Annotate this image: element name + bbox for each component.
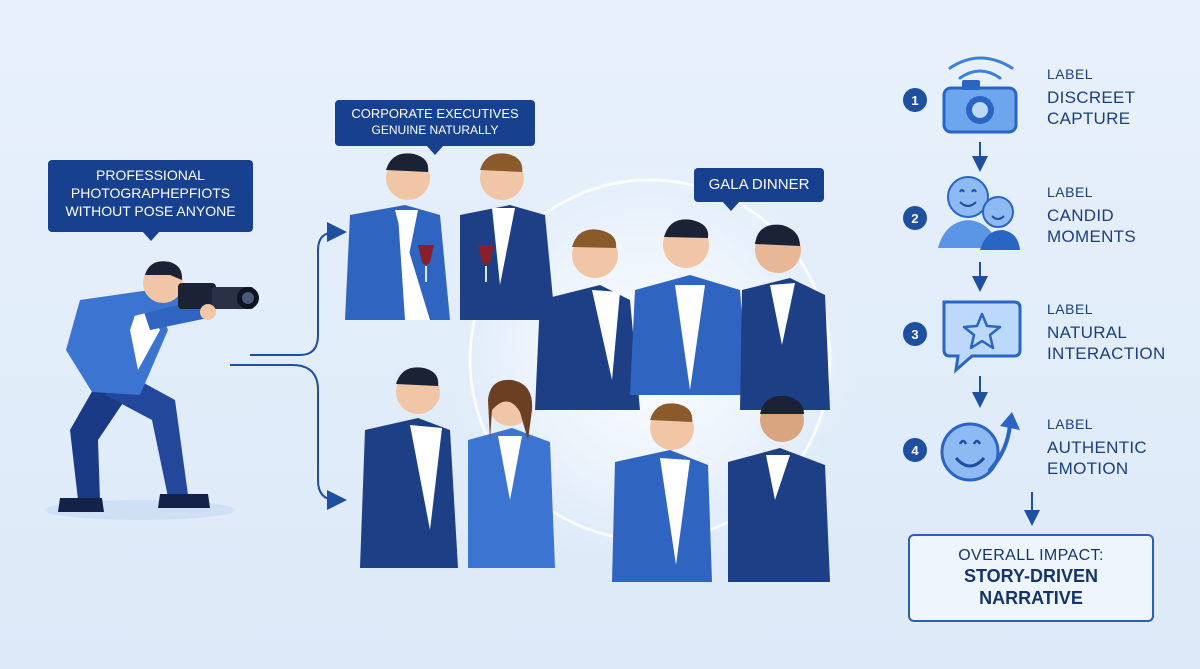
- smiling-faces-icon: [938, 176, 1020, 250]
- connector-arrow-lower: [230, 364, 347, 510]
- step-number-4: 4: [903, 438, 927, 462]
- overall-impact-box: OVERALL IMPACT: STORY-DRIVEN NARRATIVE: [908, 534, 1154, 622]
- step-title-2: CANDID MOMENTS: [1047, 205, 1136, 247]
- step-number-1: 1: [903, 88, 927, 112]
- step-title-3-line1: NATURAL: [1047, 323, 1128, 342]
- overall-impact-line2: NARRATIVE: [979, 588, 1083, 608]
- step-number-3: 3: [903, 322, 927, 346]
- photographer-callout-line2: PHOTOGRAPHEPFIOTS: [70, 185, 231, 201]
- step-title-4: AUTHENTIC EMOTION: [1047, 437, 1147, 479]
- step-title-1: DISCREET CAPTURE: [1047, 87, 1135, 129]
- executive-pair-toasting: [345, 153, 555, 320]
- step-title-4-line1: AUTHENTIC: [1047, 438, 1147, 457]
- step-label-3: LABEL: [1047, 301, 1094, 317]
- connector-arrow-upper: [250, 222, 347, 356]
- executives-callout-line2: GENUINE NATURALLY: [371, 123, 499, 137]
- smile-arrow-icon: [940, 412, 1020, 482]
- executives-callout: CORPORATE EXECUTIVES GENUINE NATURALLY: [335, 100, 535, 155]
- star-speech-bubble-icon: [942, 300, 1022, 374]
- event-callout-text: GALA DINNER: [708, 176, 810, 193]
- photographer-callout-line3: WITHOUT POSE ANYONE: [65, 203, 236, 219]
- step-title-4-line2: EMOTION: [1047, 459, 1129, 478]
- step-title-3: NATURAL INTERACTION: [1047, 322, 1166, 364]
- step-number-2: 2: [903, 206, 927, 230]
- photographer-figure: [45, 261, 259, 520]
- step-label-4: LABEL: [1047, 416, 1094, 432]
- executives-callout-line1: CORPORATE EXECUTIVES: [351, 106, 519, 121]
- step-title-3-line2: INTERACTION: [1047, 344, 1166, 363]
- overall-impact-line1: STORY-DRIVEN: [963, 566, 1099, 586]
- step-title-1-line1: DISCREET: [1047, 88, 1136, 107]
- step-title-1-line2: CAPTURE: [1047, 109, 1131, 128]
- executive-pair-handshake: [360, 367, 555, 568]
- photographer-callout: PROFESSIONAL PHOTOGRAPHEPFIOTS WITHOUT P…: [48, 160, 253, 241]
- step-label-2: LABEL: [1047, 184, 1094, 200]
- step-label-1: LABEL: [1047, 66, 1094, 82]
- event-callout: GALA DINNER: [694, 168, 824, 211]
- executive-pair-discussion: [612, 395, 830, 582]
- camera-icon: [942, 56, 1018, 134]
- step-title-2-line2: MOMENTS: [1047, 227, 1136, 246]
- step-title-2-line1: CANDID: [1047, 206, 1114, 225]
- photographer-callout-line1: PROFESSIONAL: [96, 167, 205, 183]
- overall-impact-heading: OVERALL IMPACT:: [958, 547, 1104, 564]
- executive-trio-conversation: [535, 219, 830, 410]
